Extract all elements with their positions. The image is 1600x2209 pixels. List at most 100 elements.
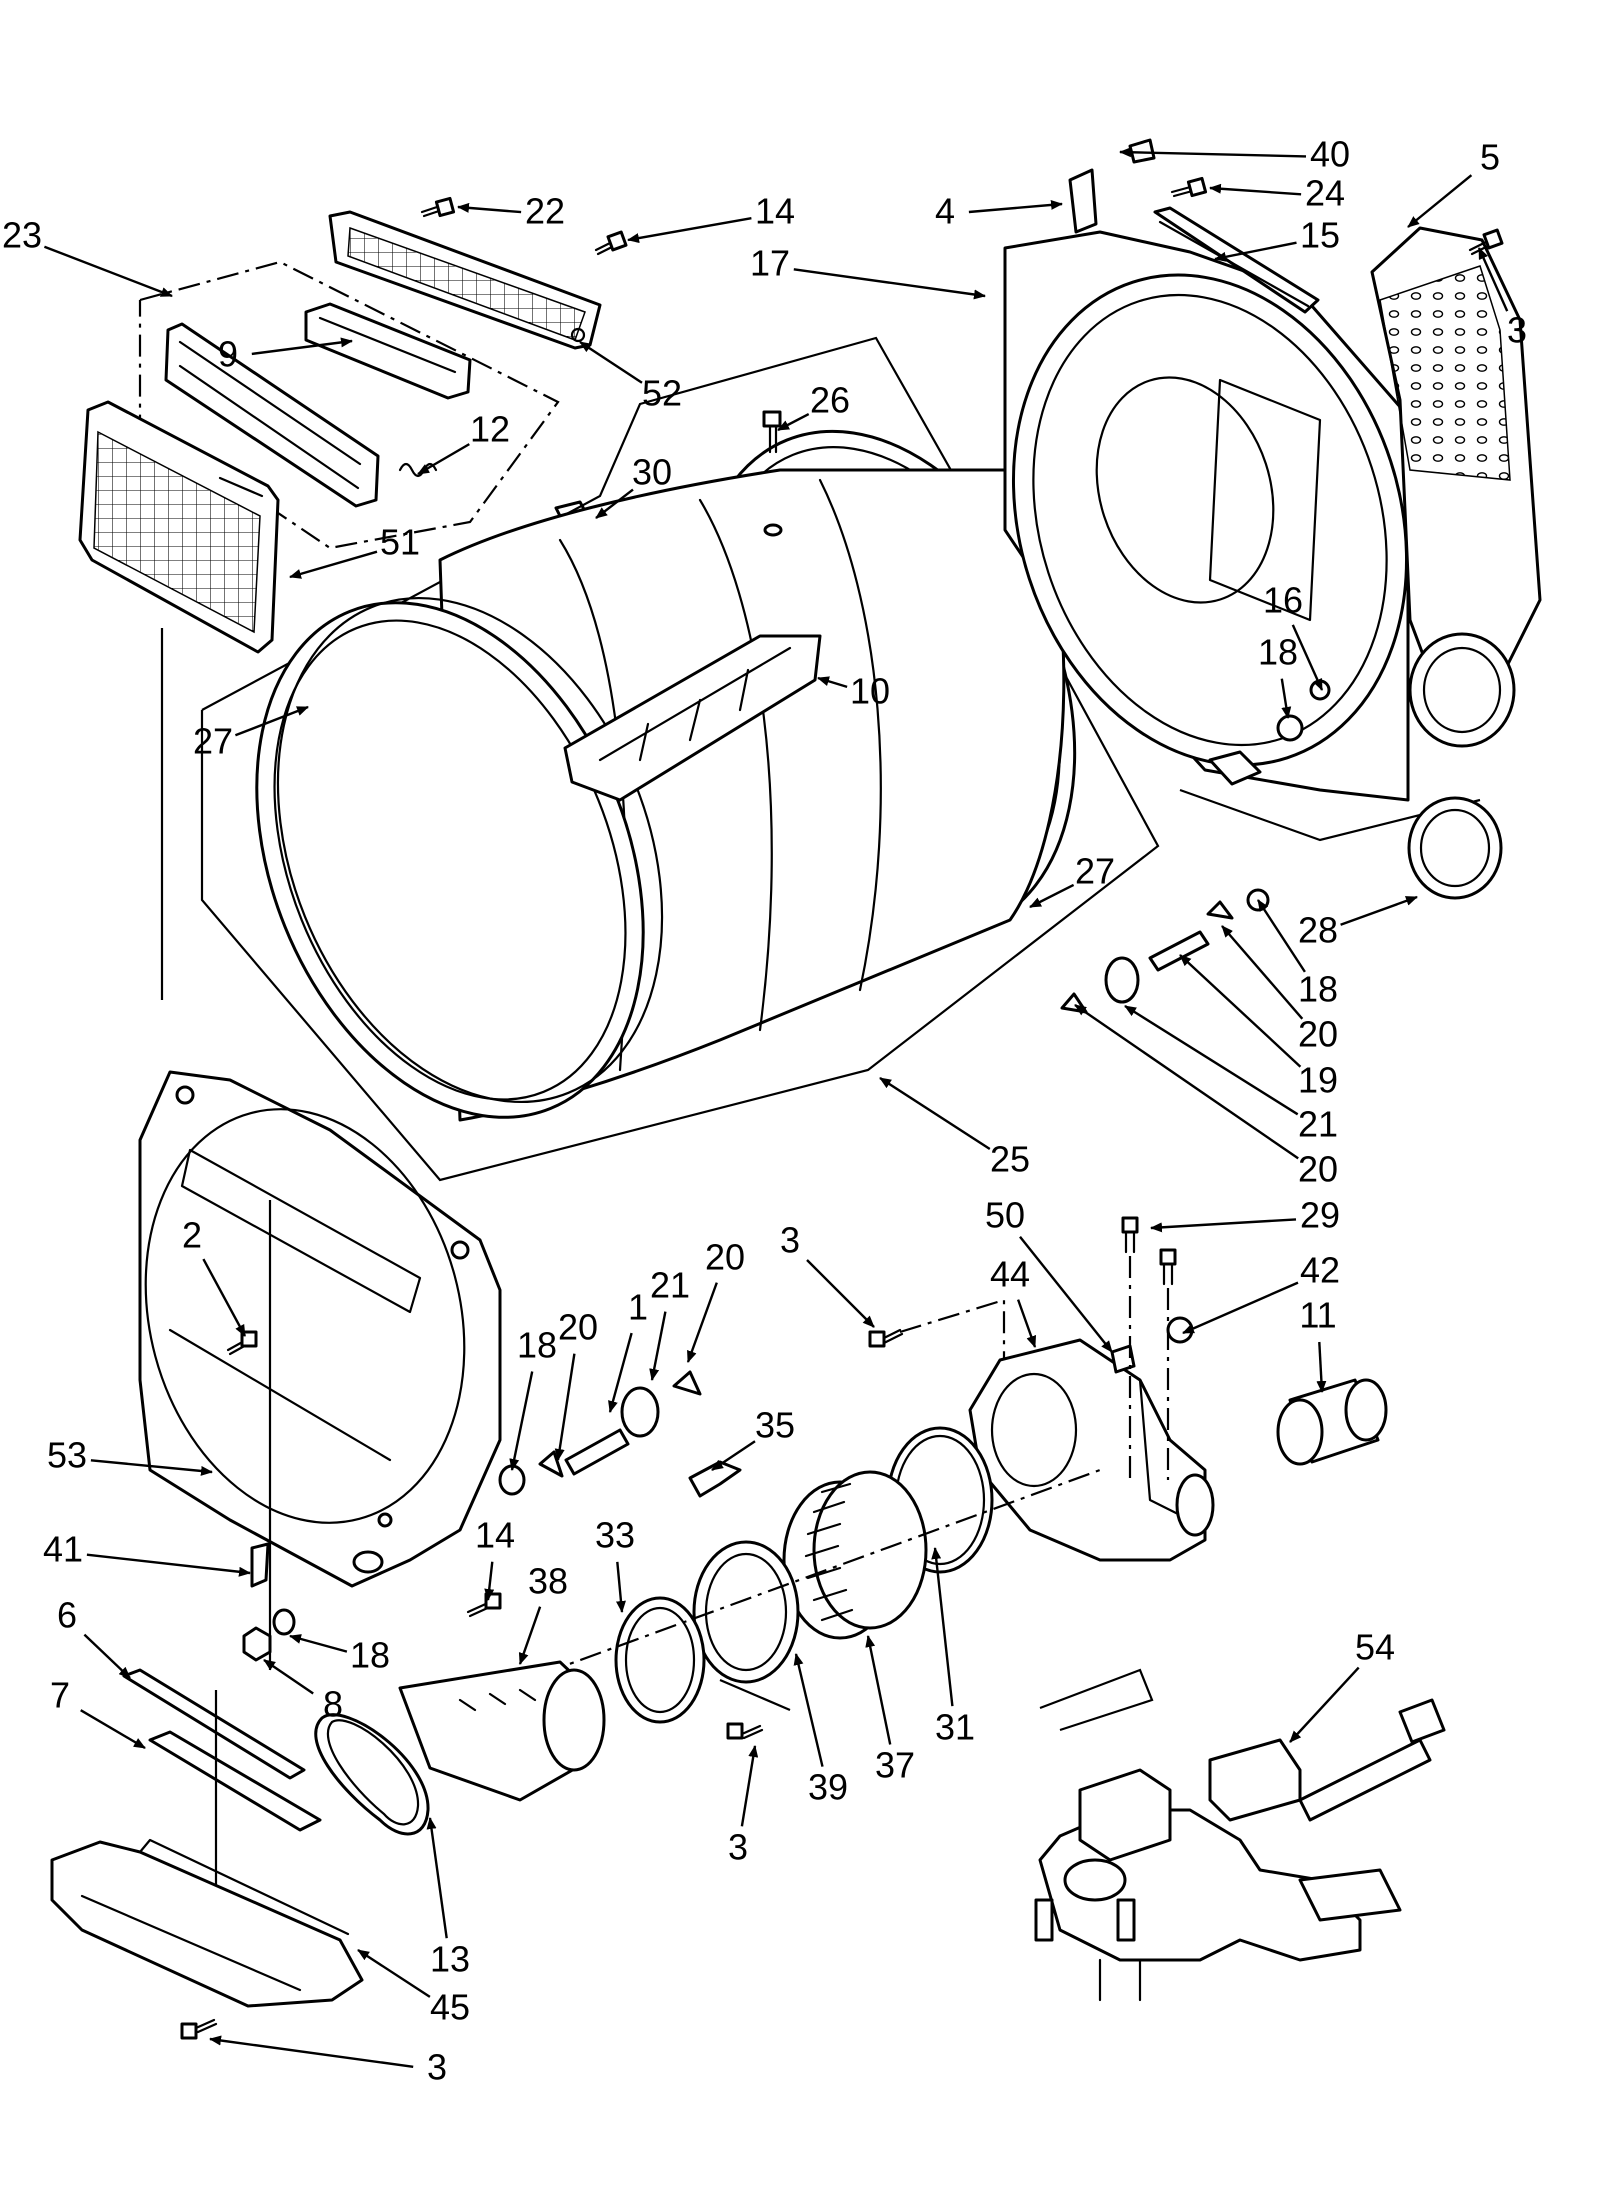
screw-3-mid-icon [868,1328,904,1348]
callout-label-c20a: 20 [1298,1014,1338,1055]
leader-arrow-c35 [711,1440,756,1471]
callout-label-c53: 53 [47,1435,87,1476]
spring-12-icon [398,462,438,478]
callout-label-c19: 19 [1298,1060,1338,1101]
screw-26-icon [762,410,783,537]
leader-arrow-c21b [649,1311,667,1381]
callout-label-c41: 41 [43,1529,83,1570]
leader-arrow-c1 [608,1332,633,1413]
exhaust-duct-5 [1370,226,1542,748]
callout-label-c10: 10 [850,671,890,712]
callout-label-c18a: 18 [1258,632,1298,673]
gas-valve-assembly-54 [1034,1668,1446,2002]
lint-filter-assembly [78,196,628,654]
leader-arrow-c30 [595,488,634,519]
callout-label-c42: 42 [1300,1250,1340,1291]
callout-label-c14a: 14 [755,191,795,232]
leader-arrow-c15 [1214,241,1297,262]
callout-label-c18b: 18 [1298,969,1338,1010]
washer-18-icon [272,1608,296,1636]
blower-plate-39 [692,1540,800,1712]
leader-arrow-c9 [251,337,353,356]
leader-arrow-c18c [509,1371,534,1471]
callout-label-c31: 31 [935,1707,975,1748]
callout-label-c5: 5 [1480,137,1500,178]
screw-3-bottom-icon [180,2018,218,2040]
leader-arrow-c27b [1029,883,1075,909]
callout-label-c3a: 3 [1507,310,1527,351]
leader-arrow-c51 [289,550,378,579]
blower-wheel-37 [782,1470,928,1640]
callout-label-c14b: 14 [475,1515,515,1556]
callout-label-c17: 17 [750,243,790,284]
callout-label-c27a: 27 [193,721,233,762]
callout-label-c30: 30 [632,452,672,493]
leader-arrow-c44 [1016,1299,1037,1348]
leader-arrow-c38 [518,1606,542,1665]
leader-arrow-c20c [686,1282,718,1363]
front-panel-strip-7 [148,1730,322,1832]
callout-label-c7: 7 [50,1675,70,1716]
leader-arrow-c3b [806,1259,875,1328]
leader-arrow-c2 [202,1258,247,1337]
front-bulkhead-53 [138,1070,502,1588]
blower-housing-44 [968,1338,1215,1562]
callout-label-c9: 9 [218,334,238,375]
callout-label-c16: 16 [1263,580,1303,621]
callout-label-c27b: 27 [1075,851,1115,892]
exhaust-pipe-11 [1276,1378,1388,1466]
callout-label-c18c: 18 [517,1325,557,1366]
leader-arrow-c41 [86,1553,251,1577]
leader-arrow-c26 [777,413,810,432]
leader-arrow-c20a [1221,925,1304,1020]
callout-label-c35: 35 [755,1405,795,1446]
leader-arrow-c37 [865,1635,892,1745]
leader-arrow-c29 [1150,1218,1297,1233]
leader-arrow-c24 [1209,183,1302,196]
callout-label-c20d: 20 [558,1307,598,1348]
callout-label-c8: 8 [323,1684,343,1725]
callout-label-c18d: 18 [350,1635,390,1676]
air-duct-38 [398,1660,606,1802]
leader-arrow-c12 [417,443,470,476]
screw-24-icon [1170,176,1208,198]
leader-arrow-c3c [740,1745,759,1827]
leader-arrow-c42 [1182,1281,1299,1335]
clip-41-icon [250,1542,270,1588]
leader-arrow-c6 [83,1633,131,1679]
leader-arrow-c53 [90,1459,213,1476]
callout-label-c28: 28 [1298,910,1338,951]
seal-ring-33 [614,1596,706,1724]
leader-arrow-c18d [289,1634,348,1653]
leader-arrow-c14a [627,217,752,244]
callout-label-c11: 11 [1299,1295,1336,1336]
drum-assembly [200,336,1160,1182]
filter-frame-part [164,322,380,508]
rear-roller-set [1060,888,1270,1014]
callout-label-c4: 4 [935,191,955,232]
leader-arrow-c27a [234,705,309,737]
leader-arrow-c20b [1074,1004,1299,1160]
leader-arrow-c50 [1019,1236,1113,1353]
screw-29-icon [1121,1216,1177,1286]
callout-label-c13: 13 [430,1939,470,1980]
nut-8-icon [242,1626,272,1662]
filter-housing-9 [304,302,472,400]
callout-label-c23: 23 [2,215,42,256]
leader-arrow-c14b [484,1561,495,1601]
bracket-4-icon [1068,168,1098,234]
lint-screen-51 [78,400,280,654]
callout-label-c51: 51 [380,522,420,563]
leader-arrow-c54 [1289,1666,1360,1743]
leader-arrow-c13 [426,1817,448,1939]
callout-label-c39: 39 [808,1767,848,1808]
leader-arrow-c21a [1124,1004,1299,1116]
callout-label-c25: 25 [990,1139,1030,1180]
drum-group-outline [200,336,1160,1182]
callout-label-c20b: 20 [1298,1149,1338,1190]
clip-50-icon [1110,1344,1136,1374]
drive-belt-13 [314,1713,430,1836]
callout-label-c50: 50 [985,1195,1025,1236]
callout-label-c22: 22 [525,191,565,232]
